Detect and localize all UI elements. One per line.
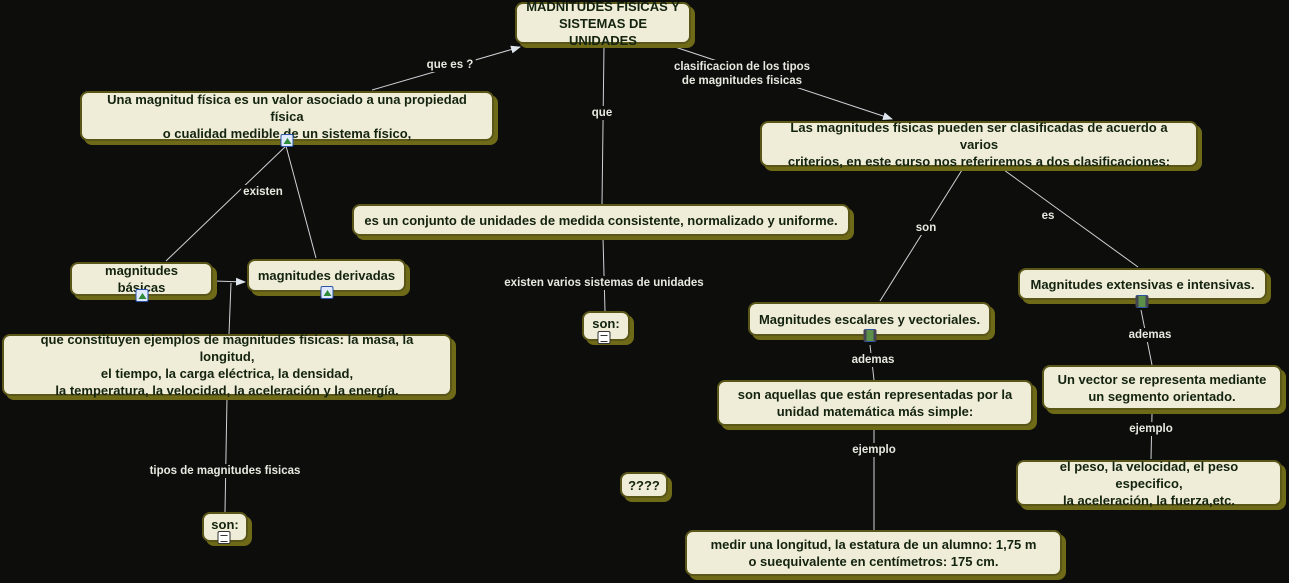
link-label-tipos[interactable]: tipos de magnitudes fisicas — [147, 464, 303, 478]
link-label-es[interactable]: es — [1039, 209, 1057, 223]
video-icon[interactable] — [1135, 295, 1149, 308]
node-text: medir una longitud, la estatura de un al… — [710, 537, 1037, 569]
link-label-son[interactable]: son — [913, 221, 939, 235]
node-title[interactable]: MADNITUDES FISICAS Y SISTEMAS DE UNIDADE… — [515, 0, 691, 48]
link-label-ejemplo-left[interactable]: ejemplo — [850, 443, 898, 457]
node-text: son aquellas que están representadas por… — [737, 387, 1013, 419]
node-text: magnitudes derivadas — [257, 268, 396, 283]
link-label-existen-sistemas[interactable]: existen varios sistemas de unidades — [502, 276, 706, 290]
node-text: son: — [211, 517, 239, 532]
document-icon[interactable] — [217, 531, 231, 544]
node-examples[interactable]: que constituyen ejemplos de magnitudes f… — [2, 332, 452, 398]
link-label-ademas-left[interactable]: ademas — [849, 353, 897, 367]
node-scalar-desc[interactable]: son aquellas que están representadas por… — [717, 380, 1033, 426]
node-definition[interactable]: Una magnitud física es un valor asociado… — [80, 91, 494, 141]
node-vector-desc[interactable]: Un vector se representa mediante un segm… — [1042, 365, 1282, 410]
node-classification[interactable]: Las magnitudes físicas pueden ser clasif… — [760, 119, 1198, 169]
node-scalar-example[interactable]: medir una longitud, la estatura de un al… — [685, 530, 1062, 576]
image-icon[interactable] — [135, 289, 149, 302]
link-label-ejemplo-right[interactable]: ejemplo — [1127, 422, 1175, 436]
image-icon[interactable] — [280, 134, 294, 147]
node-text: Las magnitudes físicas pueden ser clasif… — [787, 119, 1171, 169]
link-label-existen[interactable]: existen — [241, 185, 285, 199]
node-text: Magnitudes extensivas e intensivas. — [1030, 276, 1255, 292]
node-text: Un vector se representa mediante un segm… — [1057, 371, 1267, 404]
link-label-que[interactable]: que — [589, 106, 615, 120]
link-label-ademas-right[interactable]: ademas — [1126, 328, 1174, 342]
node-text: Magnitudes escalares y vectoriales. — [758, 311, 981, 327]
node-text: que constituyen ejemplos de magnitudes f… — [40, 332, 414, 398]
node-text: ???? — [628, 477, 660, 493]
link-label-clasificacion[interactable]: clasificacion de los tipos de magnitudes… — [671, 60, 813, 88]
node-text: magnitudes básicas — [105, 263, 178, 295]
node-system[interactable]: es un conjunto de unidades de medida con… — [352, 204, 850, 236]
node-text: Una magnitud física es un valor asociado… — [107, 91, 467, 141]
node-text: MADNITUDES FISICAS Y SISTEMAS DE UNIDADE… — [526, 0, 680, 48]
node-unknown[interactable]: ???? — [620, 472, 668, 498]
node-text: es un conjunto de unidades de medida con… — [364, 212, 838, 228]
node-vector-examples[interactable]: el peso, la velocidad, el peso especific… — [1016, 458, 1282, 508]
video-icon[interactable] — [863, 329, 877, 342]
link-label-que-es[interactable]: que es ? — [424, 58, 476, 72]
node-text: el peso, la velocidad, el peso especific… — [1059, 458, 1239, 508]
image-icon[interactable] — [320, 286, 334, 299]
document-icon[interactable] — [597, 331, 611, 344]
node-text: son: — [592, 316, 620, 331]
